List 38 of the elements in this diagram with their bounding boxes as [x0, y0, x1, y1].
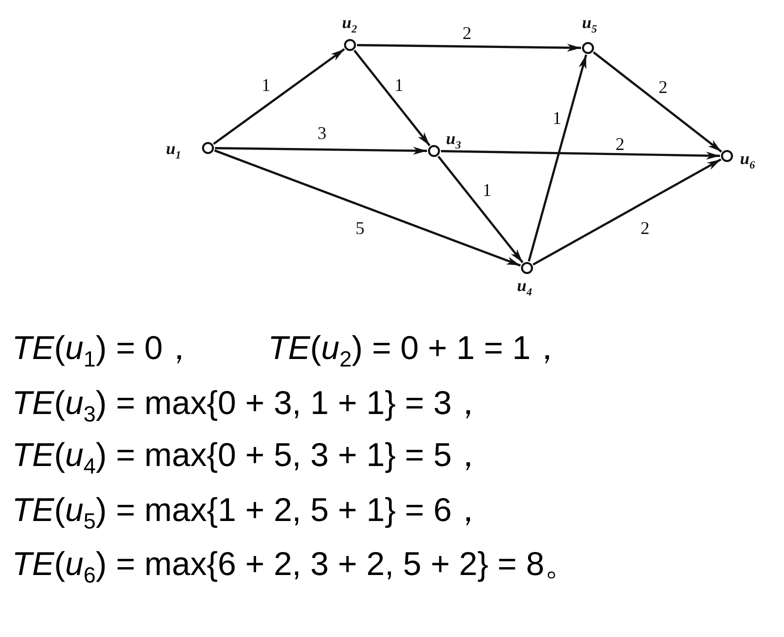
edge-weight: 5	[354, 219, 366, 237]
vertex-label: u$_{3}$	[446, 130, 461, 152]
arrow	[592, 51, 722, 153]
vertex-circle	[202, 142, 214, 154]
vertex-label: u$_{5}$	[582, 14, 597, 36]
arrow	[438, 156, 524, 264]
arrow	[356, 44, 582, 52]
arrow	[440, 150, 720, 160]
edge-weight: 2	[614, 135, 626, 153]
formula-text: TE(u$_{1}$) = 0，	[12, 328, 196, 373]
edge-weight: 2	[640, 219, 650, 237]
vertex-label: u$_{2}$	[342, 14, 357, 36]
formula-text: TE(u$_{6}$) = max{6 + 2, 3 + 2, 5 + 2} = 8。	[12, 544, 578, 589]
arrow	[528, 54, 588, 262]
formula-text: TE(u$_{3}$) = max{0 + 3, 1 + 1} = 3，	[12, 383, 485, 428]
arrow	[213, 48, 345, 145]
formula-text: TE(u$_{4}$) = max{0 + 5, 3 + 1} = 5，	[12, 435, 485, 480]
edge-weight: 1	[260, 76, 272, 94]
vertex-circle	[720, 150, 732, 162]
vertex-label: u$_{6}$	[740, 150, 755, 172]
vertex-label: u$_{4}$	[517, 277, 532, 298]
edge-weight: 3	[316, 124, 328, 142]
arrow	[214, 149, 521, 267]
edge-weight: 2	[462, 24, 472, 42]
arrow	[214, 146, 428, 155]
vertex-circle	[428, 144, 440, 156]
edge-weight: 1	[394, 76, 404, 94]
vertex-circle	[520, 262, 532, 274]
arrow	[353, 50, 431, 146]
formula-text: TE(u$_{5}$) = max{1 + 2, 5 + 1} = 6，	[12, 490, 485, 535]
vertex-circle	[582, 42, 594, 54]
edge-weight: 2	[658, 78, 668, 96]
arrow	[532, 158, 722, 266]
vertex-label: u$_{1}$	[166, 140, 181, 162]
formula-text: TE(u$_{2}$) = 0 + 1 = 1，	[268, 328, 564, 373]
edge-weight: 1	[552, 109, 562, 127]
vertex-circle	[344, 38, 356, 50]
edge-weight: 1	[482, 181, 492, 199]
